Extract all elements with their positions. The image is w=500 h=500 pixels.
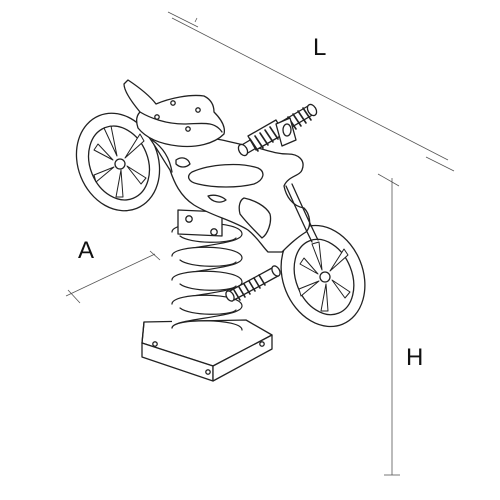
footrest-bar (225, 265, 281, 302)
rear-wheel (75, 112, 161, 212)
motorbike-body (147, 131, 319, 253)
dimension-height-line (377, 173, 400, 476)
spring-coil (171, 222, 243, 331)
base-plate (141, 319, 273, 382)
handlebar (237, 103, 318, 157)
rear-wheel-spokes (93, 125, 147, 198)
front-wheel-spokes (298, 241, 351, 312)
dimension-label-height: H (406, 344, 424, 371)
footrest-grip-ridges (233, 274, 266, 301)
dimension-length-line (167, 11, 455, 172)
motorbike-rider (75, 79, 366, 382)
dimension-label-length: L (313, 34, 327, 61)
dimension-label-depth: A (78, 237, 95, 264)
dimension-depth-line (65, 250, 161, 304)
seat (123, 79, 226, 148)
dimension-lines (65, 11, 455, 476)
spring-mount-bracket (177, 209, 223, 237)
front-wheel (280, 224, 366, 328)
